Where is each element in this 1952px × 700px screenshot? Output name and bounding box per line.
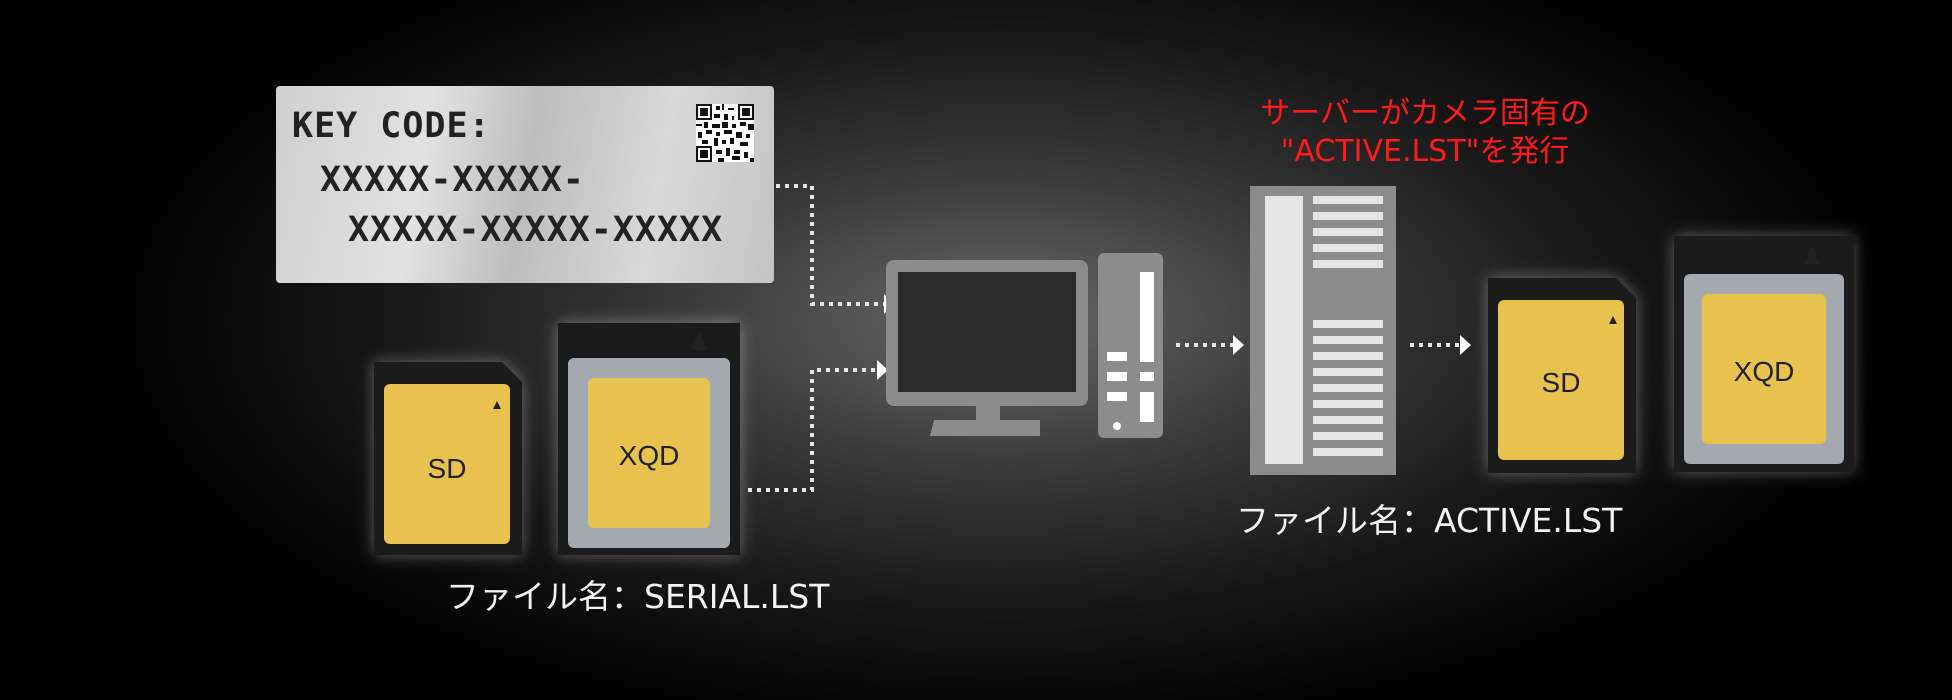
xqd-card-label: XQD [1734,356,1795,387]
key-code-line-1: XXXXX-XXXXX- [320,160,585,200]
key-code-card: KEY CODE: XXXXX-XXXXX- XXXXX-XXXXX-XXXXX [276,86,774,283]
arrow-right-icon [877,360,888,380]
server-note-line-2: "ACTIVE.LST"を発行 [1280,134,1570,169]
xqd-card-right: XQD [1674,236,1854,472]
pc-tower-icon [1098,253,1163,438]
sd-card-right: SD [1488,278,1636,473]
server-icon [1250,186,1396,475]
server-note-line-1: サーバーがカメラ固有の [1260,96,1590,131]
file-name-serial: ファイル名：SERIAL.LST [446,577,830,616]
connector-server-to-cards [1410,335,1471,355]
server-note: サーバーがカメラ固有の "ACTIVE.LST"を発行 [1230,95,1620,171]
monitor-icon [886,260,1088,436]
arrow-right-icon [1233,335,1244,355]
file-name-active: ファイル名：ACTIVE.LST [1236,501,1623,540]
qr-code-icon [696,104,754,162]
sd-card-left: SD [374,362,522,555]
arrow-right-icon [1460,335,1471,355]
key-code-title: KEY CODE: [292,106,491,146]
connector-keycard-to-pc [776,184,895,314]
sd-card-label: SD [428,453,467,484]
sd-card-label: SD [1542,367,1581,398]
key-code-line-2: XXXXX-XXXXX-XXXXX [348,210,724,250]
xqd-card-label: XQD [619,440,680,471]
connector-pc-to-server [1176,335,1244,355]
connector-cards-to-pc [748,360,888,492]
xqd-card-left: XQD [558,323,740,555]
